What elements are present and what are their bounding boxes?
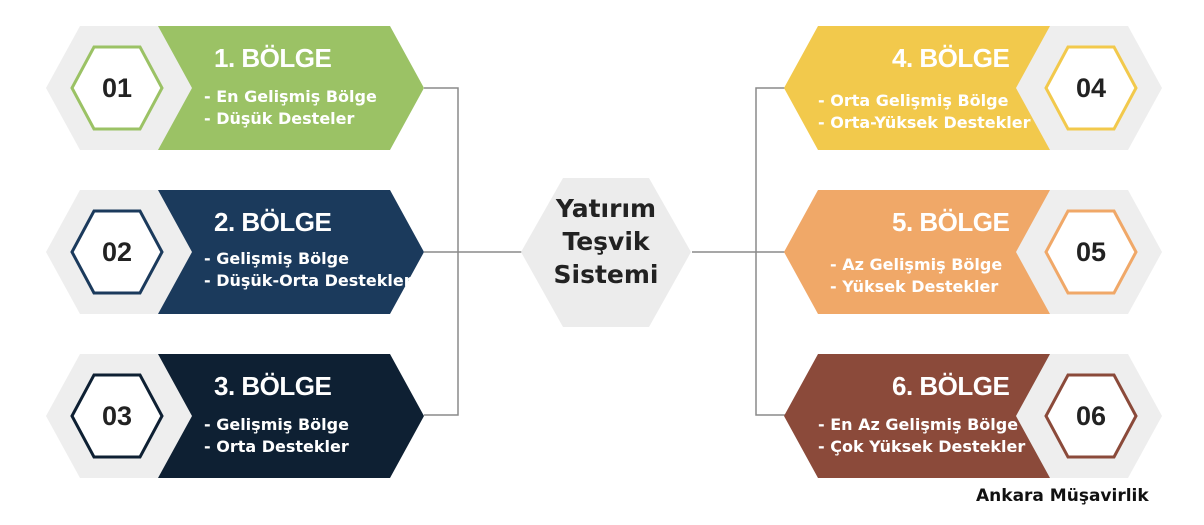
region-shape	[784, 26, 1162, 150]
region-number: 06	[1075, 401, 1107, 431]
region-description: - En Gelişmiş Bölge - Düşük Desteler	[204, 86, 377, 130]
region-title: 1. BÖLGE	[214, 43, 332, 73]
region-card-2: 02 2. BÖLGE - Gelişmiş Bölge - Düşük-Ort…	[46, 190, 486, 314]
region-desc-line: - Yüksek Destekler	[830, 277, 999, 296]
region-desc-line: - Orta Gelişmiş Bölge	[818, 91, 1009, 110]
region-desc-line: - Az Gelişmiş Bölge	[830, 255, 1003, 274]
region-title: 2. BÖLGE	[214, 207, 332, 237]
region-desc-line: - Orta-Yüksek Destekler	[818, 113, 1031, 132]
region-desc-line: - En Az Gelişmiş Bölge	[818, 415, 1019, 434]
center-label-line: Yatırım	[555, 194, 657, 223]
region-description: - Gelişmiş Bölge - Düşük-Orta Destekler	[204, 248, 412, 292]
region-banner	[784, 354, 1050, 478]
region-title: 4. BÖLGE	[892, 43, 1010, 73]
region-card-3: 03 3. BÖLGE - Gelişmiş Bölge - Orta Dest…	[46, 354, 486, 478]
region-desc-line: - En Gelişmiş Bölge	[204, 87, 377, 106]
number-hexagon	[70, 209, 164, 295]
number-hexagon	[1044, 45, 1138, 131]
region-desc-line: - Gelişmiş Bölge	[204, 415, 349, 434]
credit-text: Ankara Müşavirlik	[976, 486, 1149, 506]
region-number: 05	[1075, 237, 1107, 267]
region-number: 01	[101, 73, 133, 103]
region-banner	[784, 26, 1050, 150]
region-card-1: 01 1. BÖLGE - En Gelişmiş Bölge - Düşük …	[46, 26, 486, 150]
region-description: - Orta Gelişmiş Bölge - Orta-Yüksek Dest…	[818, 90, 1031, 134]
number-hexagon	[70, 373, 164, 459]
region-desc-line: - Orta Destekler	[204, 437, 349, 456]
region-desc-line: - Düşük-Orta Destekler	[204, 271, 412, 290]
region-card-4: 04 4. BÖLGE - Orta Gelişmiş Bölge - Orta…	[722, 26, 1162, 150]
region-shape	[46, 354, 424, 478]
region-desc-line: - Gelişmiş Bölge	[204, 249, 349, 268]
region-title: 6. BÖLGE	[892, 371, 1010, 401]
region-number: 04	[1075, 73, 1107, 103]
region-card-5: 05 5. BÖLGE - Az Gelişmiş Bölge - Yüksek…	[722, 190, 1162, 314]
region-shape	[784, 190, 1162, 314]
region-number: 02	[101, 237, 133, 267]
region-banner	[158, 354, 424, 478]
region-card-6: 06 6. BÖLGE - En Az Gelişmiş Bölge - Çok…	[722, 354, 1162, 478]
region-shape	[46, 26, 424, 150]
region-banner	[158, 190, 424, 314]
number-hexagon	[1044, 209, 1138, 295]
region-description: - Gelişmiş Bölge - Orta Destekler	[204, 414, 349, 458]
region-banner	[158, 26, 424, 150]
region-shape	[784, 354, 1162, 478]
region-shape	[46, 190, 424, 314]
region-desc-line: - Düşük Desteler	[204, 109, 355, 128]
number-hexagon	[70, 45, 164, 131]
region-description: - Az Gelişmiş Bölge - Yüksek Destekler	[830, 254, 1002, 298]
center-label: Yatırım Teşvik Sistemi	[520, 192, 692, 291]
region-description: - En Az Gelişmiş Bölge - Çok Yüksek Dest…	[818, 414, 1025, 458]
center-label-line: Teşvik	[562, 227, 650, 256]
number-hexagon	[1044, 373, 1138, 459]
region-desc-line: - Çok Yüksek Destekler	[818, 437, 1026, 456]
region-title: 5. BÖLGE	[892, 207, 1010, 237]
center-hexagon	[521, 178, 691, 327]
region-title: 3. BÖLGE	[214, 371, 332, 401]
center-label-line: Sistemi	[553, 260, 659, 289]
region-number: 03	[101, 401, 133, 431]
region-banner	[784, 190, 1050, 314]
